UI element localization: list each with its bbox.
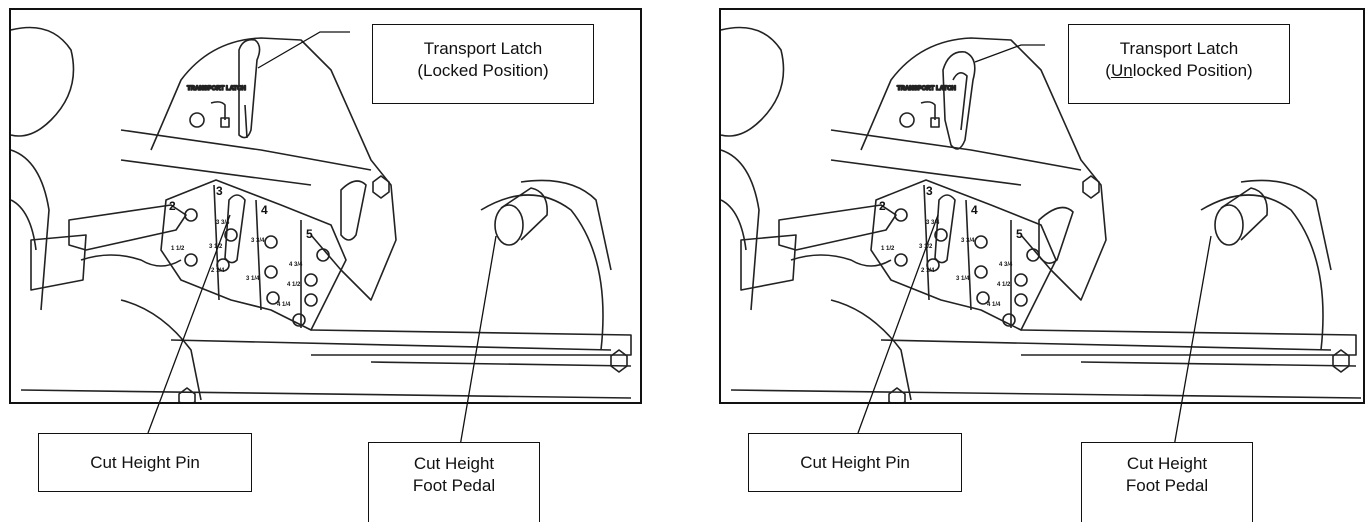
decal-mark: 3 1/4 — [246, 276, 260, 282]
decal-transport-text: TRANSPORT LATCH — [187, 86, 246, 92]
decal-transport-text: TRANSPORT LATCH — [897, 86, 956, 92]
cut-height-pedal-callout: Cut Height Foot Pedal — [368, 442, 540, 522]
decal-mark: 3 3/4 — [961, 238, 975, 244]
decal-mark: 3 3/4 — [251, 238, 265, 244]
cut-height-pedal-callout: Cut Height Foot Pedal — [1081, 442, 1253, 522]
callout-line2: (Locked Position) — [417, 61, 549, 80]
decal-mark: 4 1/4 — [987, 302, 1001, 308]
callout-line1: Transport Latch — [1119, 39, 1239, 58]
callout-underlined-un: Un — [1110, 61, 1133, 80]
decal-mark: 3 3/4 — [926, 220, 940, 226]
decal-col-2: 2 — [169, 199, 176, 213]
cut-height-pin — [934, 194, 956, 264]
decal-mark: 1 1/2 — [881, 246, 895, 252]
decal-mark: 3 1/2 — [209, 244, 223, 250]
foot-pedal-cap — [1214, 204, 1244, 246]
decal-col-3: 3 — [216, 184, 223, 198]
decal-col-5: 5 — [306, 227, 313, 241]
decal-col-3: 3 — [926, 184, 933, 198]
decal-mark: 3 1/2 — [919, 244, 933, 250]
decal-mark: 3 1/4 — [956, 276, 970, 282]
transport-latch-unlocked — [942, 51, 976, 150]
right-panel-unlocked: TRANSPORT LATCH — [683, 0, 1366, 522]
decal-mark: 3 3/4 — [216, 220, 230, 226]
callout-line1: Cut Height — [1126, 454, 1208, 473]
callout-rest: locked Position) — [1132, 61, 1253, 80]
decal-mark: 1 1/2 — [171, 246, 185, 252]
callout-paren: ( — [1105, 61, 1111, 80]
cut-height-pin-callout: Cut Height Pin — [38, 433, 252, 492]
callout-line2: (Unlocked Position) — [1069, 60, 1289, 82]
left-panel-locked: TRANSPORT LATCH — [0, 0, 683, 522]
decal-mark: 2 1/4 — [211, 268, 225, 274]
decal-mark: 2 1/4 — [921, 268, 935, 274]
decal-mark: 4 1/2 — [997, 282, 1011, 288]
cut-height-pin — [224, 194, 246, 264]
callout-line1: Transport Latch — [423, 39, 543, 58]
decal-col-2: 2 — [879, 199, 886, 213]
transport-latch-unlocked-callout: Transport Latch (Unlocked Position) — [1068, 24, 1290, 104]
transport-latch-locked-callout: Transport Latch (Locked Position) — [372, 24, 594, 104]
decal-mark: 4 3/4 — [289, 262, 303, 268]
decal-col-4: 4 — [971, 203, 978, 217]
decal-mark: 4 3/4 — [999, 262, 1013, 268]
cut-height-pin-callout: Cut Height Pin — [748, 433, 962, 492]
decal-mark: 4 1/2 — [287, 282, 301, 288]
decal-col-4: 4 — [261, 203, 268, 217]
bracket-plate — [860, 37, 1107, 301]
callout-line2: Foot Pedal — [1125, 476, 1209, 495]
decal-col-5: 5 — [1016, 227, 1023, 241]
bracket-plate — [150, 37, 397, 301]
callout-line1: Cut Height — [413, 454, 495, 473]
callout-line2: Foot Pedal — [412, 476, 496, 495]
foot-pedal-cap — [494, 204, 524, 246]
decal-mark: 4 1/4 — [277, 302, 291, 308]
